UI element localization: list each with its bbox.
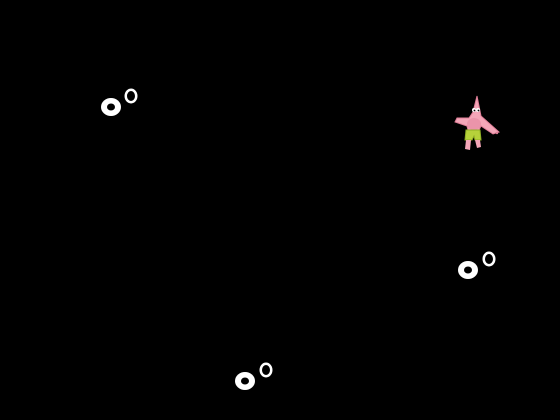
glowing-eyes-icon	[235, 362, 273, 390]
glowing-eyes-sprite-3	[232, 360, 274, 390]
player-character-sprite[interactable]	[447, 94, 503, 152]
glowing-eyes-icon	[101, 88, 138, 116]
glowing-eyes-icon	[458, 251, 496, 279]
glowing-eyes-sprite-1	[98, 86, 140, 116]
pink-starfish-character-icon	[454, 95, 500, 150]
glowing-eyes-sprite-2	[455, 249, 497, 279]
